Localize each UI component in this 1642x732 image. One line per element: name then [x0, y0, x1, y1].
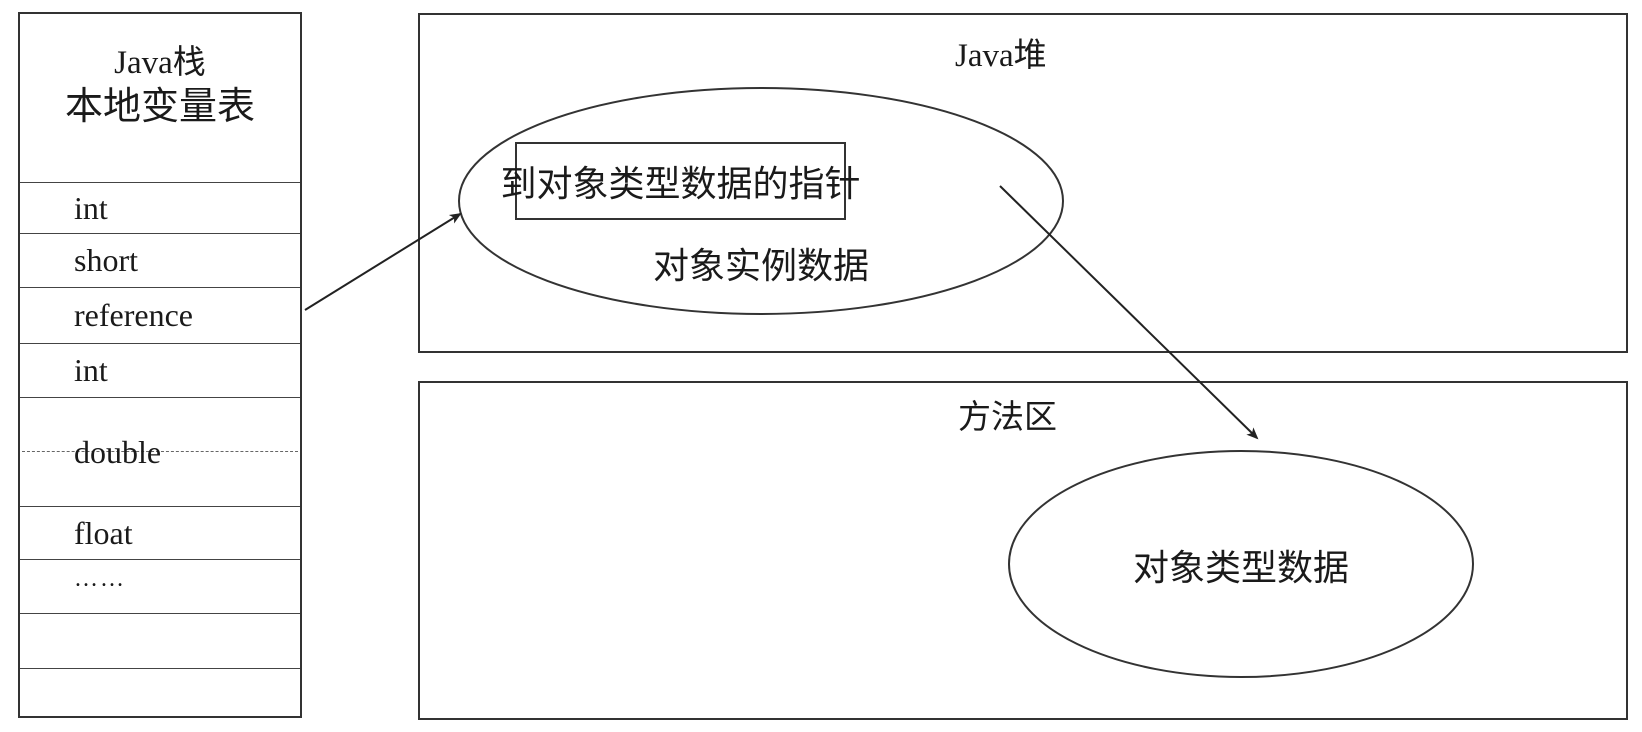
stack-row-label: double: [74, 433, 162, 470]
double-slot-divider: [22, 451, 298, 452]
heap-title: Java堆: [955, 38, 1047, 74]
type-pointer-label: 到对象类型数据的指针: [500, 164, 861, 204]
instance-data-label: 对象实例数据: [652, 246, 870, 286]
stack-row-label: int: [74, 189, 108, 226]
stack-row-label: short: [74, 242, 138, 278]
method-area-title: 方法区: [958, 400, 1057, 436]
stack-row-reference: reference: [20, 288, 300, 344]
stack-row-empty: [20, 669, 300, 716]
java-stack: Java栈 本地变量表 int short reference int doub…: [18, 12, 302, 718]
stack-row-ellipsis: ……: [20, 560, 300, 614]
stack-row-float: float: [20, 507, 300, 560]
stack-row-label: float: [74, 514, 133, 551]
stack-row-empty: [20, 614, 300, 669]
type-pointer-box: 到对象类型数据的指针: [501, 142, 861, 220]
stack-row-int: int: [20, 183, 300, 234]
stack-row-short: short: [20, 234, 300, 288]
stack-row-label: int: [74, 352, 108, 388]
stack-row-label: reference: [74, 297, 193, 333]
stack-header: Java栈 本地变量表: [20, 14, 300, 183]
local-variable-table-title: 本地变量表: [64, 86, 255, 128]
stack-row-label: ……: [74, 566, 126, 592]
stack-row-int-2: int: [20, 344, 300, 398]
stack-title: Java栈: [114, 45, 206, 81]
stack-row-double: double: [20, 398, 300, 507]
type-data-label: 对象类型数据: [1132, 548, 1350, 588]
